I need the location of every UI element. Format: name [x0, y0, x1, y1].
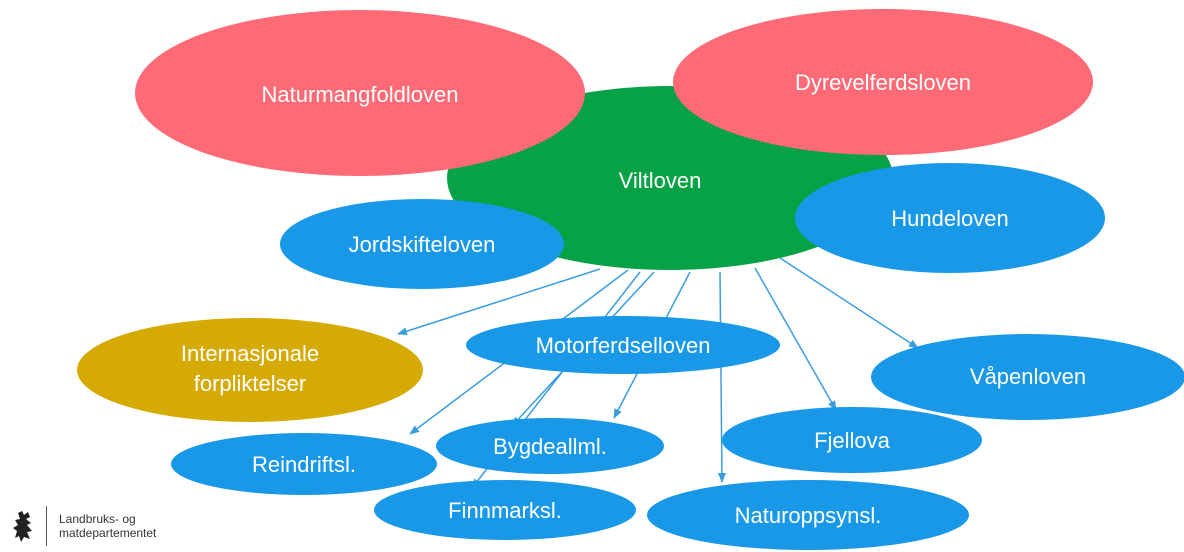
- label-internasjonale-line1: Internasjonale: [181, 341, 319, 366]
- node-hundeloven: [795, 163, 1105, 273]
- logo-line-1: Landbruks- og: [59, 512, 136, 526]
- arrow-to-fjellova: [754, 267, 837, 411]
- label-vapenloven: Våpenloven: [970, 364, 1086, 389]
- label-reindriftsl: Reindriftsl.: [252, 452, 356, 477]
- node-naturoppsynsl: [647, 480, 969, 550]
- node-fjellova: [722, 407, 982, 473]
- label-fjellova: Fjellova: [814, 428, 891, 453]
- logo-divider: [46, 506, 47, 546]
- ministry-logo: Landbruks- og matdepartementet: [12, 506, 156, 546]
- label-viltloven: Viltloven: [619, 168, 702, 193]
- node-bygdeallml: [436, 418, 664, 474]
- arrow-to-naturoppsynsl: [717, 271, 726, 483]
- label-internasjonale-line2: forpliktelser: [194, 371, 306, 396]
- arrow-to-vapenloven: [779, 257, 919, 349]
- label-finnmarksl: Finnmarksl.: [448, 498, 562, 523]
- label-naturoppsynsl: Naturoppsynsl.: [735, 503, 882, 528]
- node-reindriftsl: [171, 433, 437, 495]
- label-jordskifteloven: Jordskifteloven: [349, 232, 496, 257]
- label-dyrevelferdsloven: Dyrevelferdsloven: [795, 70, 971, 95]
- logo-text: Landbruks- og matdepartementet: [59, 512, 156, 540]
- label-motorferdselloven: Motorferdselloven: [536, 333, 711, 358]
- node-naturmangfoldloven: [135, 10, 585, 176]
- logo-line-2: matdepartementet: [59, 526, 157, 540]
- node-vapenloven: [871, 334, 1184, 420]
- label-naturmangfoldloven: Naturmangfoldloven: [262, 82, 459, 107]
- lion-coat-of-arms-icon: [13, 511, 32, 542]
- node-internasjonale: [77, 318, 423, 422]
- label-hundeloven: Hundeloven: [891, 206, 1008, 231]
- node-finnmarksl: [374, 480, 636, 540]
- label-bygdeallml: Bygdeallml.: [493, 434, 607, 459]
- arrow-to-internasjonale: [397, 268, 601, 336]
- node-jordskifteloven: [280, 199, 564, 289]
- node-dyrevelferdsloven: [673, 9, 1093, 155]
- node-motorferdselloven: [466, 316, 780, 374]
